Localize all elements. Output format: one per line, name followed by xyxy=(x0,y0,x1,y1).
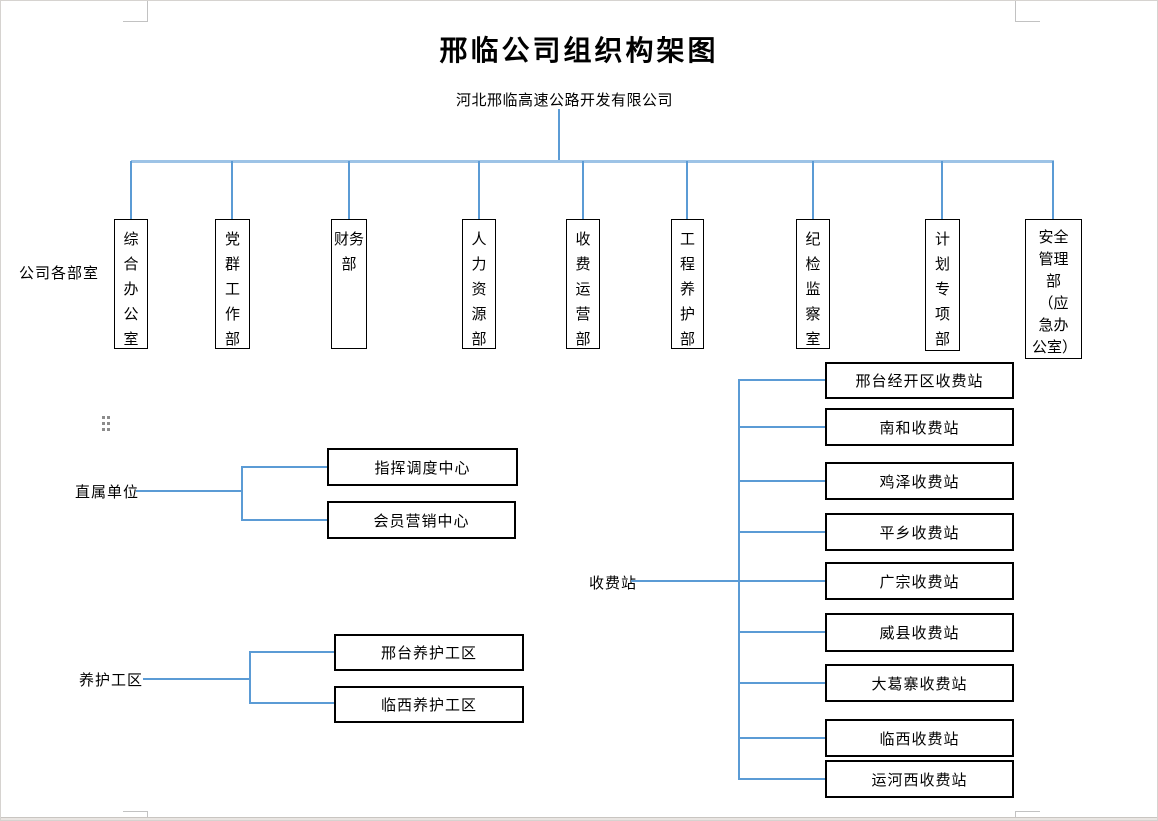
root-company-label: 河北邢临高速公路开发有限公司 xyxy=(456,92,674,109)
drag-handle-icon[interactable] xyxy=(102,416,110,431)
toll-station-box-guangzong[interactable]: 广宗收费站 xyxy=(825,562,1014,600)
connector-line xyxy=(1052,161,1054,219)
connector-line xyxy=(558,109,560,161)
page-bottom-edge xyxy=(1,817,1157,818)
margin-mark-bottom-right xyxy=(1015,811,1016,818)
department-box-party-work[interactable]: 党群工作部 xyxy=(215,219,250,349)
connector-line xyxy=(136,490,242,492)
page-title: 邢临公司组织构架图 xyxy=(439,36,719,67)
margin-mark-top-left xyxy=(123,21,148,22)
connector-line xyxy=(738,631,825,633)
connector-line xyxy=(738,737,825,739)
department-box-toll-operation[interactable]: 收费运营部 xyxy=(566,219,600,349)
margin-mark-top-left xyxy=(147,1,148,21)
toll-station-box-dagezhai[interactable]: 大葛寨收费站 xyxy=(825,664,1014,702)
connector-line xyxy=(738,682,825,684)
connector-line xyxy=(143,678,250,680)
maintenance-box-xingtai[interactable]: 邢台养护工区 xyxy=(334,634,524,671)
department-box-engineering[interactable]: 工程养护部 xyxy=(671,219,704,349)
connector-line xyxy=(738,426,825,428)
group-label-direct-units: 直属单位 xyxy=(75,484,140,501)
toll-station-box-pingxiang[interactable]: 平乡收费站 xyxy=(825,513,1014,551)
department-box-finance[interactable]: 财务部 xyxy=(331,219,367,349)
direct-unit-box-dispatch-center[interactable]: 指挥调度中心 xyxy=(327,448,518,486)
margin-mark-bottom-left xyxy=(147,811,148,818)
connector-trunk-line xyxy=(738,380,740,780)
connector-bus-line xyxy=(131,160,1054,163)
connector-line xyxy=(241,466,327,468)
toll-station-box-jize[interactable]: 鸡泽收费站 xyxy=(825,462,1014,500)
department-box-general-office[interactable]: 综合办公室 xyxy=(114,219,148,349)
department-box-hr[interactable]: 人力资源部 xyxy=(462,219,496,349)
department-box-planning[interactable]: 计划专项部 xyxy=(925,219,960,351)
connector-line xyxy=(249,651,334,653)
connector-line xyxy=(241,466,243,521)
margin-mark-top-right xyxy=(1015,1,1016,21)
connector-line xyxy=(130,161,132,219)
connector-line xyxy=(738,531,825,533)
connector-line xyxy=(231,161,233,219)
page-bottom-margin-area xyxy=(1,818,1157,820)
group-label-departments: 公司各部室 xyxy=(19,265,100,282)
connector-line xyxy=(738,480,825,482)
connector-line xyxy=(812,161,814,219)
margin-mark-top-right xyxy=(1015,21,1040,22)
department-box-discipline[interactable]: 纪检监察室 xyxy=(796,219,830,349)
toll-station-box-yunhexi[interactable]: 运河西收费站 xyxy=(825,760,1014,798)
toll-station-box-weixian[interactable]: 威县收费站 xyxy=(825,613,1014,652)
toll-station-box-xingtai-jingkaiqu[interactable]: 邢台经开区收费站 xyxy=(825,362,1014,399)
connector-line xyxy=(478,161,480,219)
toll-station-box-nanhe[interactable]: 南和收费站 xyxy=(825,408,1014,446)
group-label-toll-stations: 收费站 xyxy=(589,575,638,592)
connector-line xyxy=(582,161,584,219)
connector-line xyxy=(249,702,334,704)
toll-station-box-linxi[interactable]: 临西收费站 xyxy=(825,719,1014,757)
connector-line xyxy=(686,161,688,219)
group-label-maintenance: 养护工区 xyxy=(79,672,144,689)
connector-line xyxy=(348,161,350,219)
connector-line xyxy=(241,519,327,521)
margin-mark-bottom-left xyxy=(123,811,148,812)
connector-line xyxy=(738,379,825,381)
margin-mark-bottom-right xyxy=(1015,811,1040,812)
connector-line xyxy=(631,580,825,582)
connector-line xyxy=(738,778,825,780)
department-box-safety[interactable]: 安全管理部（应急办公室） xyxy=(1025,219,1082,359)
direct-unit-box-member-marketing[interactable]: 会员营销中心 xyxy=(327,501,516,539)
connector-line xyxy=(249,651,251,704)
connector-line xyxy=(941,161,943,219)
maintenance-box-linxi[interactable]: 临西养护工区 xyxy=(334,686,524,723)
